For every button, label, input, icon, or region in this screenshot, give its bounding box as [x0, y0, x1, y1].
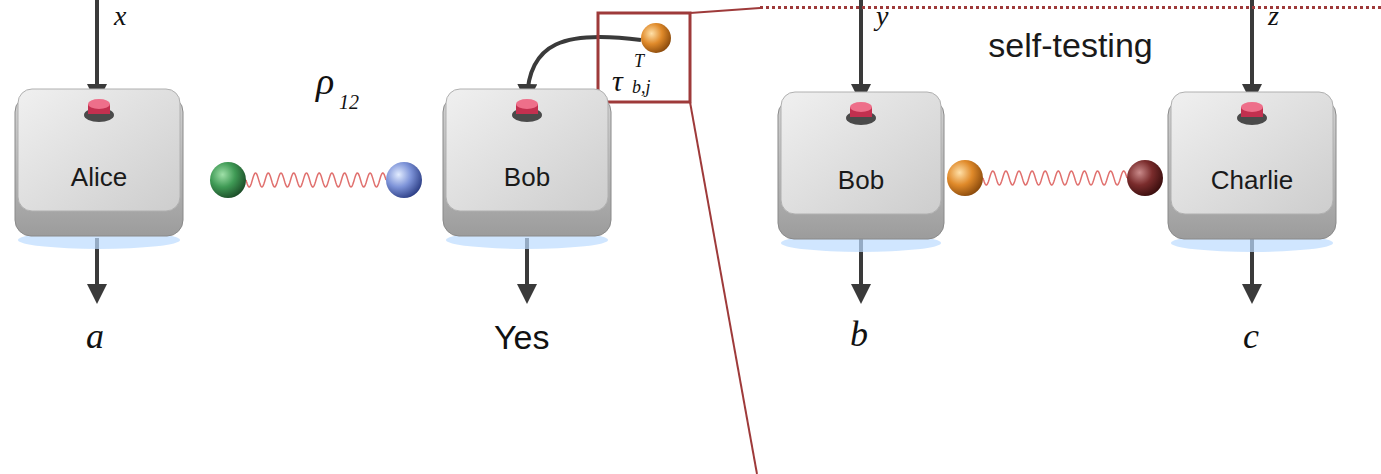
qubit-sphere	[641, 23, 671, 53]
zoom-region: Bob Charlie self-testing	[760, 6, 1381, 474]
device-box: Bob	[440, 86, 614, 238]
label-text: 12	[339, 92, 359, 112]
device-name: Bob	[838, 165, 884, 196]
label-text: y	[876, 2, 888, 30]
zoom-line	[690, 102, 757, 474]
device-box: Alice	[12, 86, 186, 238]
label-text: T	[634, 52, 644, 70]
device-box: Charlie	[1165, 89, 1339, 241]
entanglement-wave	[983, 171, 1127, 185]
label-text: x	[114, 2, 126, 30]
qubit-sphere	[1127, 160, 1163, 196]
device-top	[446, 89, 608, 211]
input-arrow	[1250, 0, 1254, 100]
label-text: b,j	[632, 78, 651, 96]
button-top	[850, 102, 872, 112]
label-text: c	[1243, 318, 1259, 354]
device-name: Alice	[71, 162, 127, 193]
device-name: Charlie	[1211, 165, 1293, 196]
label-text: τ	[612, 66, 623, 96]
device-name: Bob	[504, 162, 550, 193]
input-arrow	[95, 0, 99, 100]
input-arrow	[859, 0, 863, 100]
zoom-line	[690, 8, 760, 13]
region-heading: self-testing	[988, 26, 1152, 65]
device-top	[1171, 92, 1333, 214]
zoom-frame	[598, 13, 690, 102]
device-box: Bob	[775, 89, 947, 241]
device-top	[18, 89, 180, 211]
button-top	[516, 99, 538, 109]
device-top	[781, 92, 941, 214]
button-top	[88, 99, 110, 109]
entanglement-wave	[246, 173, 386, 187]
label-text: ρ	[316, 62, 334, 100]
button-top	[1241, 102, 1263, 112]
label-text: b	[850, 316, 868, 352]
qubit-sphere	[947, 160, 983, 196]
qubit-sphere	[210, 162, 246, 198]
label-text: a	[86, 318, 104, 354]
label-text: Yes	[494, 320, 549, 354]
qubit-sphere	[386, 162, 422, 198]
label-text: z	[1268, 2, 1279, 30]
